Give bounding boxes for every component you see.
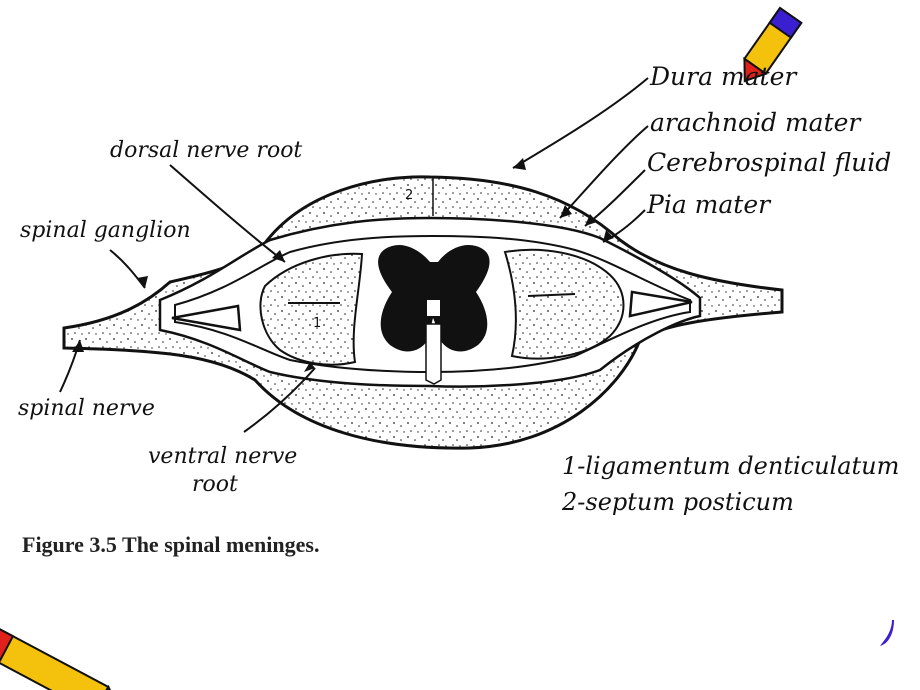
label-dura-mater: Dura mater <box>650 62 797 91</box>
label-arachnoid-mater: arachnoid mater <box>650 108 861 137</box>
grey-matter <box>378 244 490 352</box>
leader-arachnoid <box>559 125 649 219</box>
anterior-fissure <box>425 323 442 385</box>
leader-dura <box>512 77 649 169</box>
label-dorsal-nerve-root: dorsal nerve root <box>110 138 303 163</box>
leader-dorsal <box>169 164 286 263</box>
leader-ganglion <box>109 249 146 289</box>
label-ventral-nerve-root-2: root <box>192 472 238 497</box>
legend-item-1: 1-ligamentum denticulatum <box>562 452 900 480</box>
label-cerebrospinal-fluid: Cerebrospinal fluid <box>647 148 892 177</box>
pencil-icon <box>743 6 803 83</box>
left-root-region <box>259 252 364 366</box>
pencil-icon <box>0 625 123 690</box>
marker-2: 2 <box>405 188 414 203</box>
right-root-region <box>503 248 625 360</box>
label-spinal-ganglion: spinal ganglion <box>20 218 191 243</box>
leader-ventral <box>243 367 316 433</box>
label-pia-mater: Pia mater <box>647 190 771 219</box>
label-spinal-nerve: spinal nerve <box>18 396 155 421</box>
label-ventral-nerve-root-1: ventral nerve <box>148 444 298 469</box>
central-canal <box>427 300 440 316</box>
figure-caption: Figure 3.5 The spinal meninges. <box>22 532 320 557</box>
left-ligament <box>171 304 242 332</box>
pencil-icon <box>880 620 894 646</box>
marker-1: 1 <box>313 316 322 331</box>
legend-item-2: 2-septum posticum <box>562 488 794 516</box>
right-ligament <box>628 290 693 318</box>
